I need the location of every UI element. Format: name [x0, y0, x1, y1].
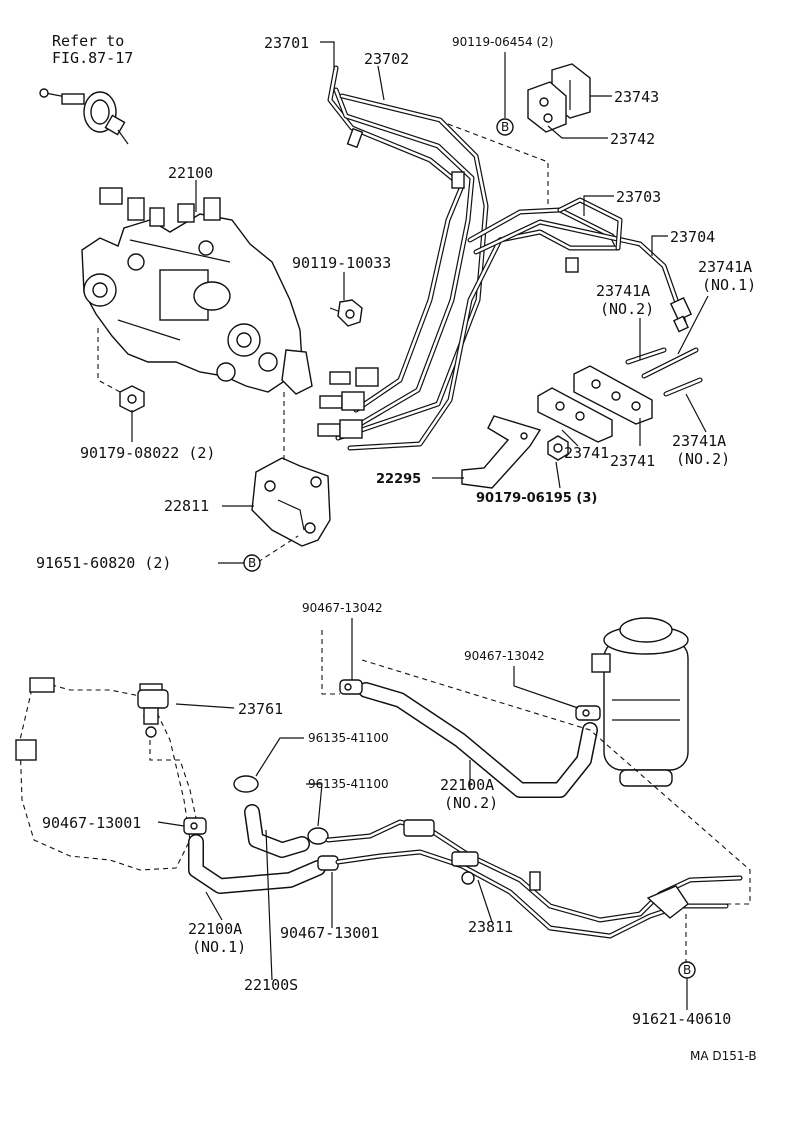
label-23741a-no2-sub: (NO.2): [600, 300, 654, 318]
stud-23741a-no1: [641, 347, 699, 379]
label-90467-13001-left: 90467-13001: [42, 814, 141, 832]
label-23761: 23761: [238, 700, 283, 718]
marker-b-bolt-top: B: [496, 118, 514, 136]
marker-letter: B: [248, 556, 256, 570]
label-23741a-no1-sub: (NO.1): [702, 276, 756, 294]
marker-letter: B: [501, 120, 509, 134]
label-23741a-no1: 23741A: [698, 258, 752, 276]
label-22100: 22100: [168, 164, 213, 182]
label-91651-60820: 91651-60820 (2): [36, 554, 171, 572]
label-23743: 23743: [614, 88, 659, 106]
clip-90467-13042-left: [339, 679, 363, 695]
stud-23741a-no2b: [663, 377, 703, 397]
label-90119-06454: 90119-06454 (2): [452, 35, 554, 49]
label-90119-10033: 90119-10033: [292, 254, 391, 272]
figure-code: MA D151-B: [690, 1049, 757, 1063]
bolt-90119-10033: [329, 299, 363, 327]
label-90179-08022: 90179-08022 (2): [80, 444, 215, 462]
hose-22100a-no1: [188, 834, 326, 894]
label-23704: 23704: [670, 228, 715, 246]
label-22100s: 22100S: [244, 976, 298, 994]
label-90179-06195: 90179-06195 (3): [476, 491, 597, 506]
label-22100a-no2: 22100A: [440, 776, 494, 794]
clip-96135-41100-upper: [233, 775, 259, 793]
label-23741-upper: 23741: [610, 452, 655, 470]
label-22100a-no1: 22100A: [188, 920, 242, 938]
hose-22100a-no2: [358, 682, 598, 798]
label-22100a-no1-sub: (NO.1): [192, 938, 246, 956]
label-91621-40610: 91621-40610: [632, 1010, 731, 1028]
label-96135-41100-upper: 96135-41100: [308, 731, 389, 745]
label-22295: 22295: [376, 472, 421, 487]
part-labels: 22100 23701 23702 90119-06454 (2) 23743 …: [36, 34, 757, 1063]
label-90467-13042-right: 90467-13042: [464, 649, 545, 663]
clip-90467-13001-right: [317, 855, 339, 871]
clip-96135-41100-lower: [307, 827, 329, 845]
marker-letter: B: [683, 963, 691, 977]
label-23703: 23703: [616, 188, 661, 206]
stud-23741a-no2: [625, 347, 667, 365]
priming-pump-23761: [137, 689, 169, 738]
nut-90179-06195: [547, 435, 569, 461]
refer-note: Refer to FIG.87-17: [52, 32, 133, 67]
pipe-bracket-22295: [461, 415, 542, 489]
hose-22100s: [244, 804, 310, 858]
label-23741a-no2b: 23741A: [672, 432, 726, 450]
label-23701: 23701: [264, 34, 309, 52]
label-22100a-no2-sub: (NO.2): [444, 794, 498, 812]
label-22811: 22811: [164, 497, 209, 515]
clamp-23742: [527, 81, 567, 133]
clamp-23741-upper: [573, 365, 653, 425]
label-90467-13001-right: 90467-13001: [280, 924, 379, 942]
bracket-22811-drawing: [251, 457, 331, 547]
fuel-filter-drawing: [591, 617, 689, 787]
refer-note-line2: FIG.87-17: [52, 49, 133, 67]
label-96135-41100-lower: 96135-41100: [308, 777, 389, 791]
label-23741a-no2b-sub: (NO.2): [676, 450, 730, 468]
label-23702: 23702: [364, 50, 409, 68]
leader-lines: [131, 41, 709, 1010]
label-23742: 23742: [610, 130, 655, 148]
marker-b-bracket: B: [243, 554, 261, 572]
vacuum-actuator-drawing: [39, 88, 129, 145]
nut-90179-08022: [119, 385, 145, 413]
clip-90467-13001-left: [183, 817, 207, 835]
refer-note-line1: Refer to: [52, 32, 124, 50]
label-23811: 23811: [468, 918, 513, 936]
label-23741-lower: 23741: [564, 444, 609, 462]
fuel-pipe-23811: [325, 819, 743, 939]
injection-pump-drawing: [81, 187, 313, 395]
label-90467-13042-left: 90467-13042: [302, 601, 383, 615]
clip-90467-13042-right: [575, 705, 601, 721]
clamp-23741-lower: [537, 387, 613, 443]
marker-b-bolt-bottom: B: [678, 961, 696, 979]
label-23741a-no2: 23741A: [596, 282, 650, 300]
